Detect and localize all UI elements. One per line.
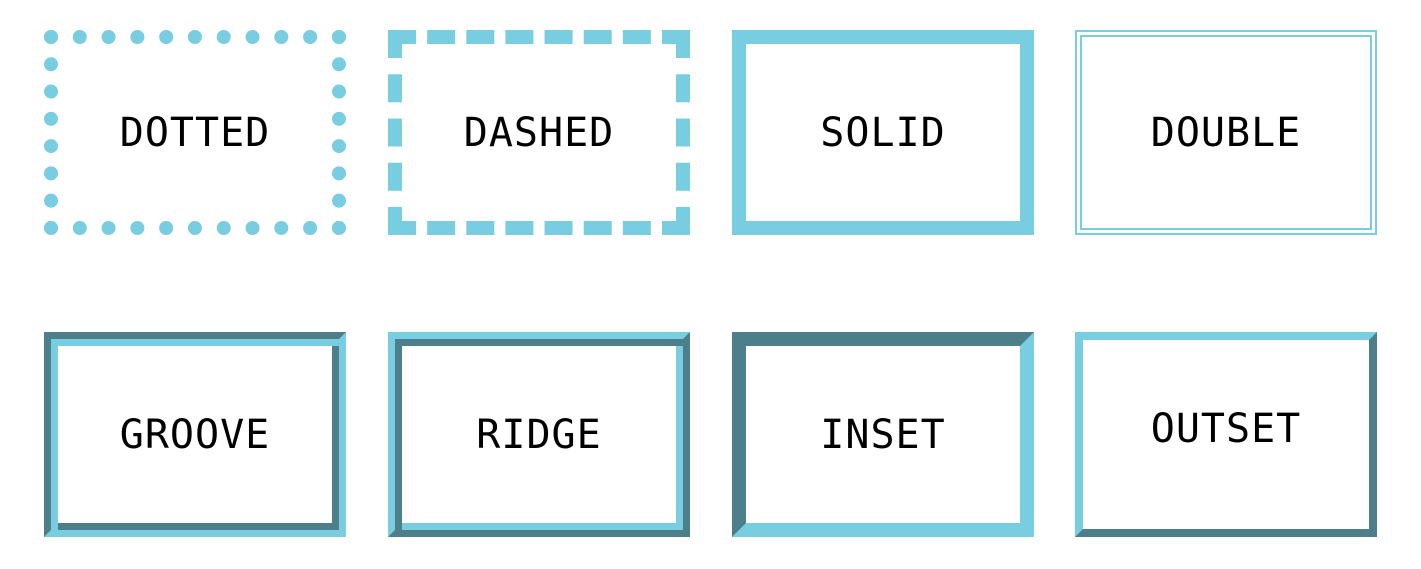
inset-border-box: INSET: [732, 332, 1034, 537]
box-label: DASHED: [463, 109, 615, 156]
solid-border-box: SOLID: [732, 30, 1034, 235]
box-label: DOTTED: [119, 109, 271, 156]
box-label: GROOVE: [119, 411, 271, 458]
box-label: SOLID: [820, 109, 946, 156]
dotted-border-box: DOTTED: [44, 30, 346, 235]
double-border-box: DOUBLE: [1075, 30, 1377, 235]
groove-border-box: GROOVE: [44, 332, 346, 537]
box-label: RIDGE: [476, 411, 602, 458]
box-label: OUTSET: [1150, 405, 1302, 452]
dashed-border-box: DASHED: [388, 30, 690, 235]
ridge-border-box: RIDGE: [388, 332, 690, 537]
box-label: INSET: [820, 411, 946, 458]
outset-border-box: OUTSET: [1075, 332, 1377, 537]
box-label: DOUBLE: [1150, 109, 1302, 156]
